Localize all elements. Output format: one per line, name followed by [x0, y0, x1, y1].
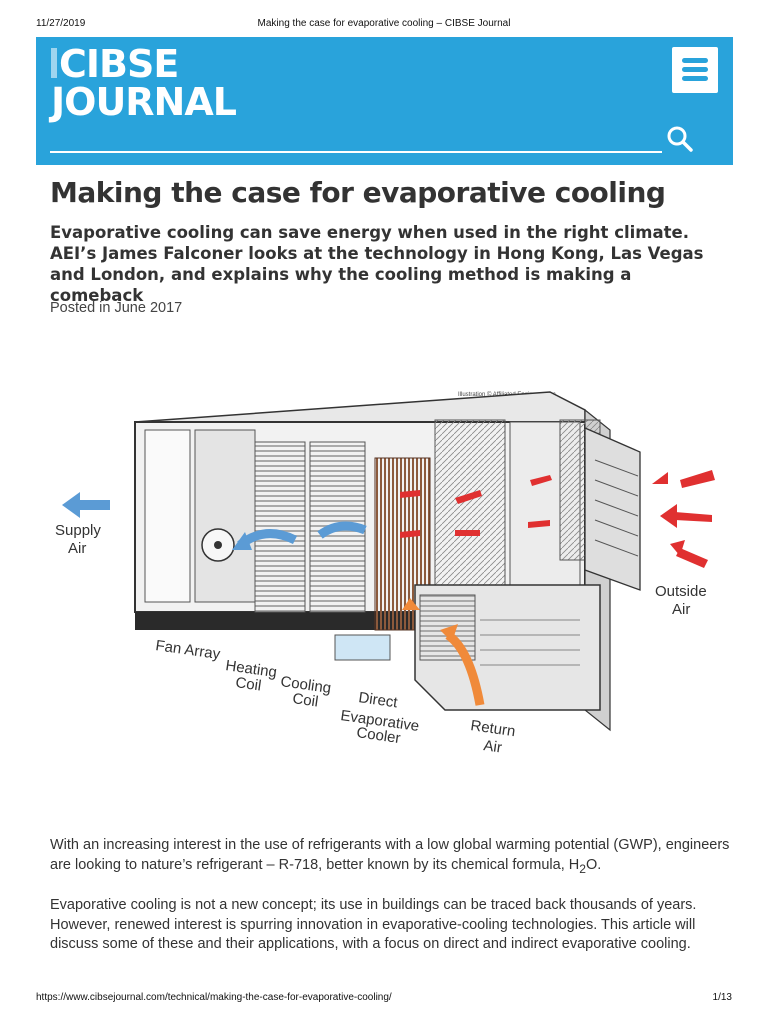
print-header: 11/27/2019 Making the case for evaporati…: [0, 0, 768, 36]
label-direct-1: Direct: [357, 689, 399, 711]
logo-bar: [51, 48, 57, 78]
label-outside-air-1: Outside: [655, 583, 707, 600]
search-icon[interactable]: [666, 125, 694, 153]
label-supply-air-1: Supply: [55, 522, 101, 539]
article-standfirst: Evaporative cooling can save energy when…: [50, 223, 704, 305]
posted-date: Posted in June 2017: [50, 300, 183, 316]
logo-line1: CIBSE: [59, 42, 179, 86]
label-return-air-1: Return: [469, 717, 516, 740]
label-supply-air-2: Air: [68, 540, 86, 557]
label-cooling-coil-2: Coil: [291, 690, 319, 710]
print-date: 11/27/2019: [36, 18, 86, 29]
label-return-air-2: Air: [482, 737, 503, 756]
print-doc-title: Making the case for evaporative cooling …: [257, 18, 511, 29]
site-logo[interactable]: CIBSE JOURNAL: [51, 42, 237, 124]
article-paragraph-2: Evaporative cooling is not a new concept…: [50, 897, 697, 952]
hamburger-menu-icon[interactable]: [672, 47, 718, 93]
site-header: CIBSE JOURNAL: [36, 37, 733, 165]
label-outside-air-2: Air: [672, 601, 690, 618]
label-heating-coil-2: Coil: [234, 674, 262, 694]
label-direct-3: Cooler: [355, 724, 401, 747]
air-handling-unit-illustration: Illustration © Affiliated Engineers, Inc…: [55, 391, 715, 757]
logo-line2: JOURNAL: [51, 80, 237, 124]
article-title: Making the case for evaporative cooling: [50, 176, 666, 209]
label-fan-array: Fan Array: [154, 637, 221, 663]
label-cooling-coil-1: Cooling: [279, 673, 332, 697]
search-input[interactable]: [50, 151, 662, 153]
page-url: https://www.cibsejournal.com/technical/m…: [36, 992, 392, 1003]
page-number: 1/13: [712, 992, 732, 1003]
article-paragraph-1: With an increasing interest in the use o…: [50, 837, 730, 876]
